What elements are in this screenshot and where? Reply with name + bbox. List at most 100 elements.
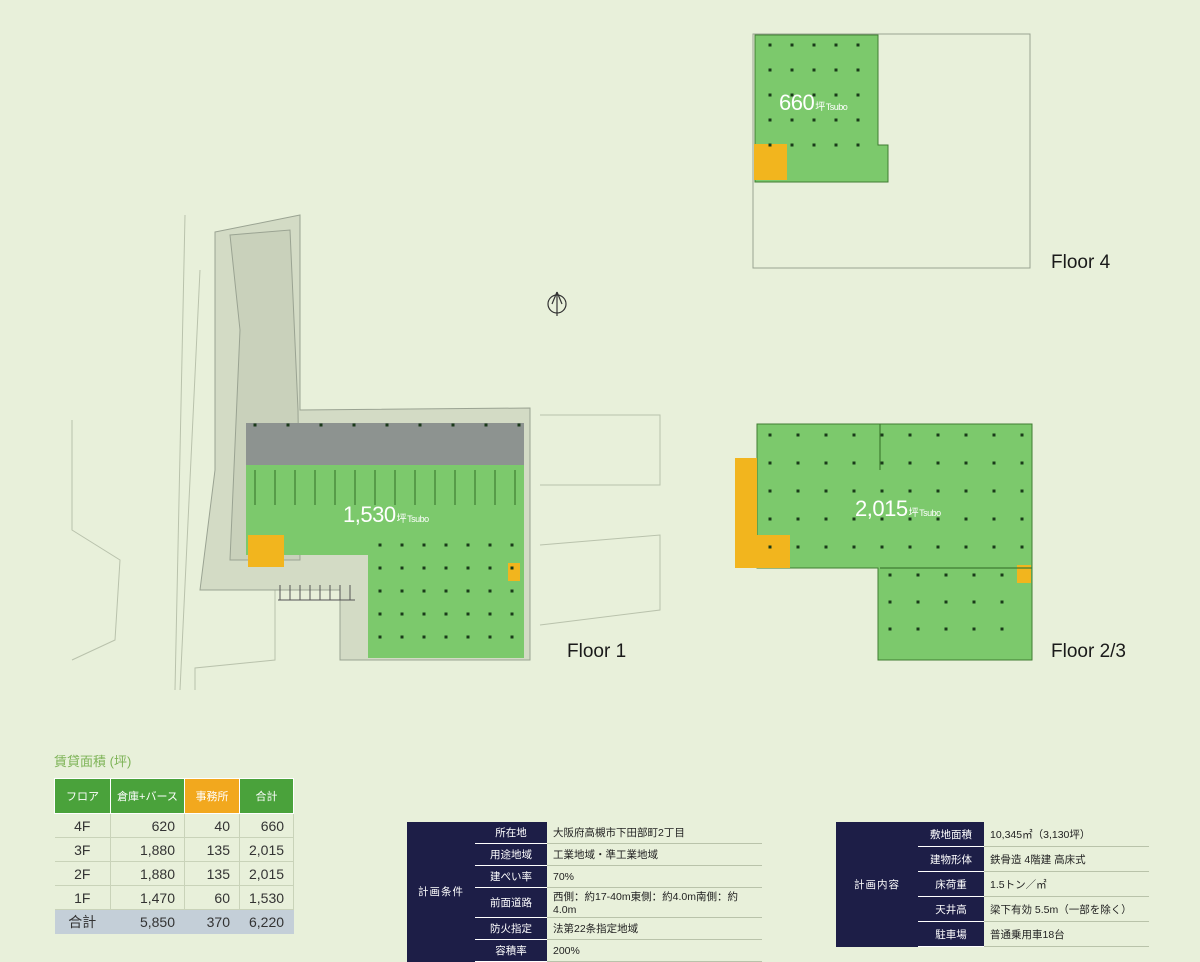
table-cell: 前面道路 [475,887,547,918]
floor1-office [248,535,284,567]
table-cell: 1F [54,885,111,910]
column-marker [908,489,912,493]
column-marker [466,635,470,639]
column-marker [400,589,404,593]
floor1-area: 1,530坪Tsubo [343,502,429,528]
column-marker [790,68,794,72]
column-marker [992,517,996,521]
table-cell: 1,880 [110,861,185,886]
table-cell: 合計 [54,909,111,934]
column-marker [852,461,856,465]
column-marker [908,517,912,521]
column-marker [936,461,940,465]
column-marker [944,600,948,604]
column-marker [944,627,948,631]
table-cell: 工業地域・準工業地域 [547,843,762,866]
table-cell: 135 [184,837,240,862]
column-marker [510,566,514,570]
column-marker [812,143,816,147]
column-marker [916,627,920,631]
column-marker [964,489,968,493]
column-marker [510,589,514,593]
floor23-label: Floor 2/3 [1051,641,1126,662]
column-marker [768,461,772,465]
plan-contents-heading: 計画内容 [836,822,918,947]
table-row: 2F 1,880 135 2,015 [54,861,295,886]
north-arrow-icon [547,291,567,316]
table-cell: 2,015 [239,837,295,862]
column-marker [796,517,800,521]
column-marker [936,517,940,521]
column-marker [768,43,772,47]
rent-header-office: 事務所 [184,778,240,814]
column-marker [972,573,976,577]
column-marker [484,423,488,427]
column-marker [378,566,382,570]
column-marker [834,68,838,72]
table-cell: 1,470 [110,885,185,910]
table-cell: 4F [54,813,111,838]
rent-header-total: 合計 [238,778,295,814]
floor23-office [757,535,790,568]
column-marker [1020,517,1024,521]
column-marker [992,433,996,437]
column-marker [852,545,856,549]
column-marker [888,573,892,577]
table-cell: 3F [54,837,111,862]
column-marker [972,600,976,604]
column-marker [880,517,884,521]
table-cell: 敷地面積 [918,822,984,847]
column-marker [400,566,404,570]
column-marker [834,43,838,47]
table-cell: 建物形体 [918,846,984,872]
column-marker [444,635,448,639]
column-marker [466,566,470,570]
column-marker [852,517,856,521]
table-row: 3F 1,880 135 2,015 [54,837,295,862]
column-marker [880,489,884,493]
column-marker [768,68,772,72]
parking-canopy [246,423,524,465]
column-marker [824,517,828,521]
column-marker [824,433,828,437]
column-marker [796,461,800,465]
floor4-area-unit: 坪 [815,102,825,113]
column-marker [768,93,772,97]
floor4-label: Floor 4 [1051,252,1111,273]
column-marker [936,545,940,549]
column-marker [400,543,404,547]
column-marker [856,143,860,147]
column-marker [964,545,968,549]
column-marker [444,566,448,570]
column-marker [422,635,426,639]
table-cell: 40 [184,813,240,838]
column-marker [253,423,257,427]
column-marker [517,423,521,427]
table-cell: 6,220 [239,909,295,934]
table-cell: 2,015 [239,861,295,886]
parking-stalls [278,585,355,601]
column-marker [796,489,800,493]
column-marker [488,635,492,639]
floor23-office-small [1017,565,1031,583]
column-marker [768,433,772,437]
column-marker [796,433,800,437]
column-marker [790,43,794,47]
column-marker [856,93,860,97]
column-marker [852,433,856,437]
column-marker [790,143,794,147]
column-marker [812,118,816,122]
column-marker [768,489,772,493]
floor1-area-value: 1,530 [343,502,396,527]
column-marker [451,423,455,427]
column-marker [992,545,996,549]
table-cell: 天井高 [918,896,984,922]
column-marker [992,489,996,493]
column-marker [1000,573,1004,577]
plan-conditions-table: 計画条件 所在地 大阪府高槻市下田部町2丁目 用途地域 工業地域・準工業地域 建… [407,822,762,962]
floor4-warehouse [754,34,889,183]
table-cell: 普通乗用車18台 [984,921,1149,947]
column-marker [378,612,382,616]
table-cell: 620 [110,813,185,838]
table-cell: 370 [184,909,240,934]
